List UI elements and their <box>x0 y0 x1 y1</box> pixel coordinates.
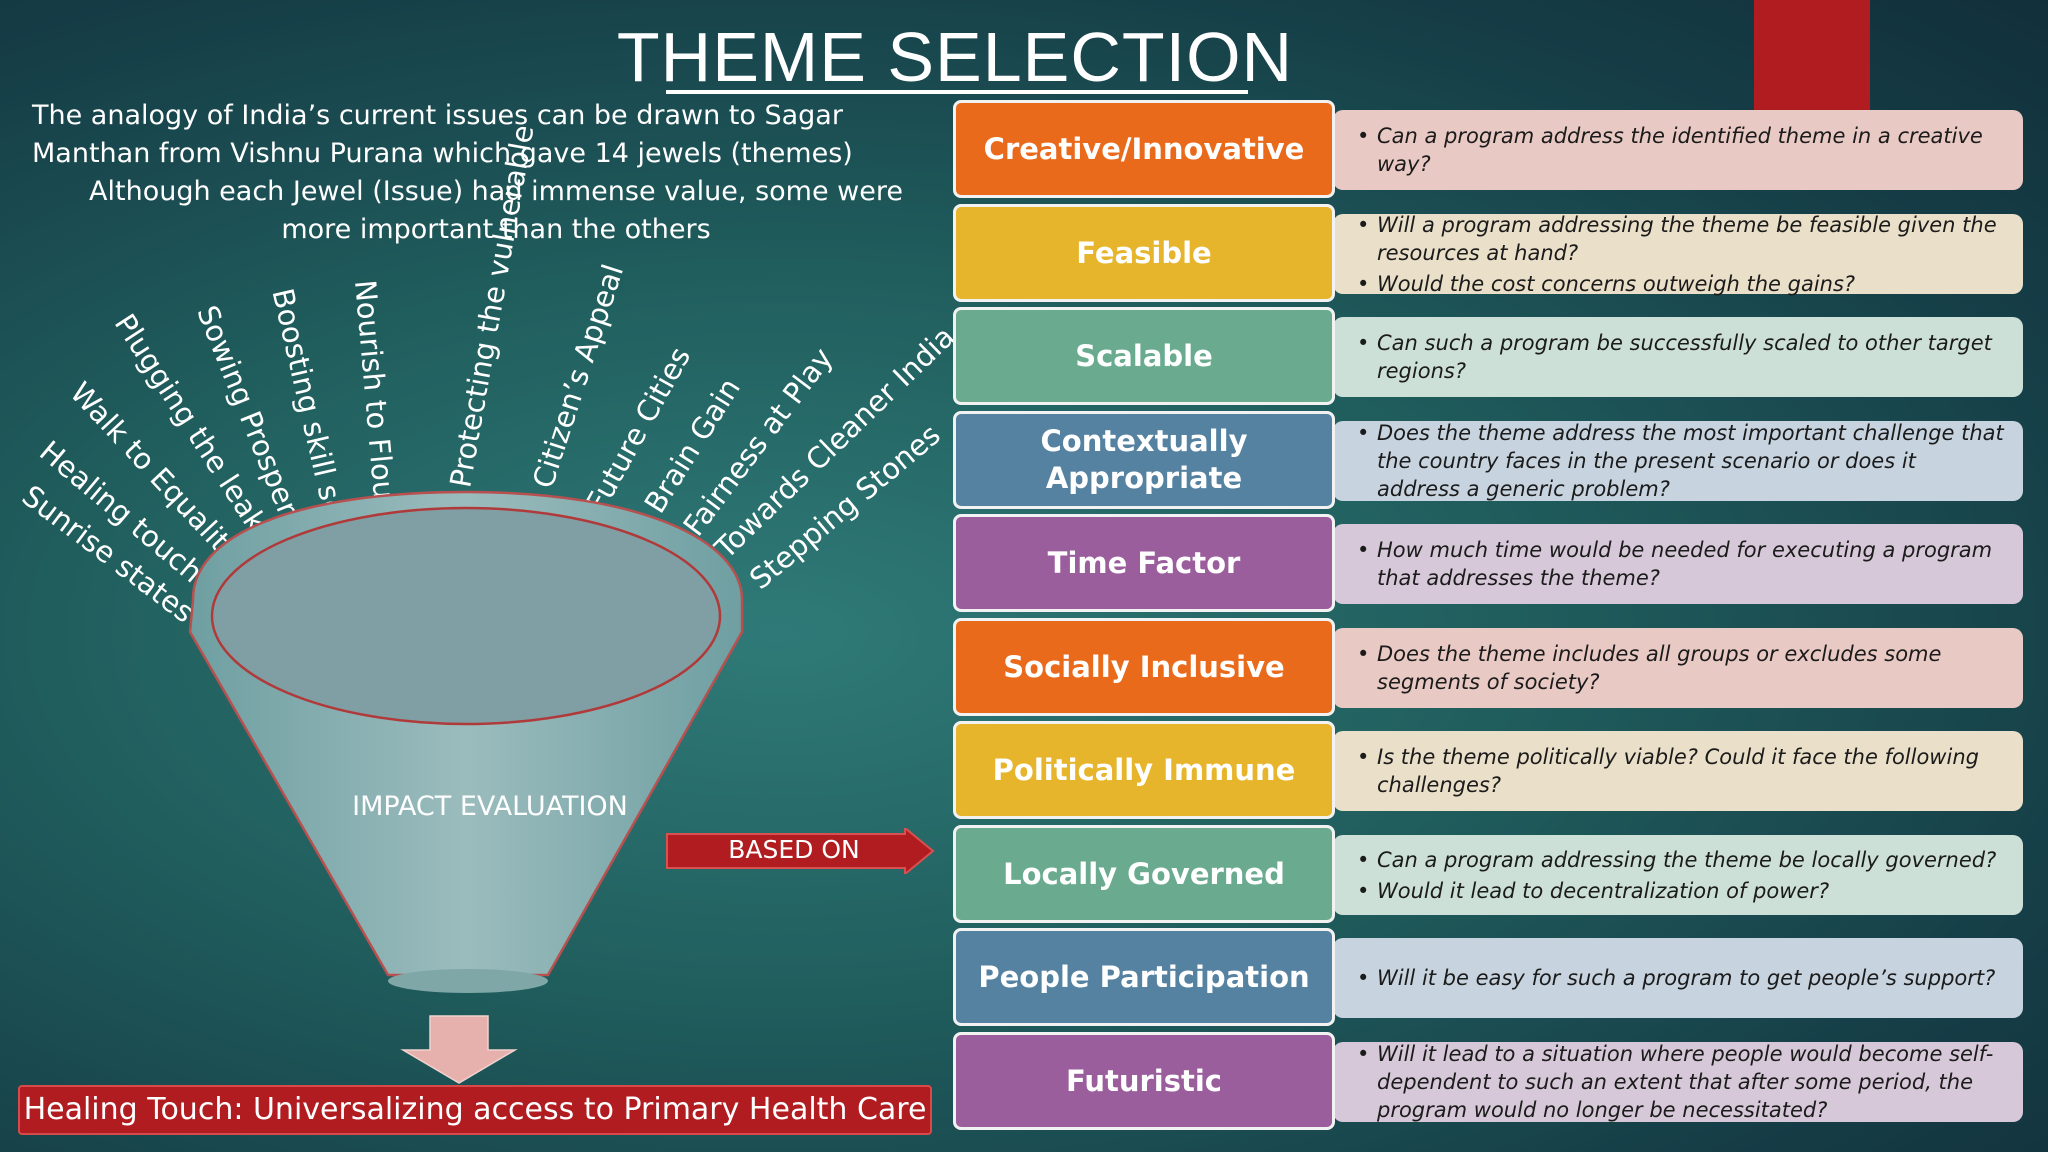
funnel-graphic <box>188 490 744 1084</box>
criterion-label: Time Factor <box>953 514 1335 612</box>
criterion-description: Will it lead to a situation where people… <box>1333 1040 2023 1124</box>
criterion-description: Can a program addressing the theme be lo… <box>1333 835 2023 915</box>
criterion-row: Politically Immune Is the theme political… <box>953 721 2023 821</box>
criterion-description: How much time would be needed for execut… <box>1333 524 2023 604</box>
criterion-label: Feasible <box>953 204 1335 302</box>
intro-text-2: Although each Jewel (Issue) had immense … <box>89 176 903 245</box>
criterion-bullet: Does the theme includes all groups or ex… <box>1357 640 2005 696</box>
criterion-bullet: Would the cost concerns outweigh the gai… <box>1357 270 2005 298</box>
criterion-bullet: Does the theme address the most importan… <box>1357 419 2005 503</box>
based-on-arrow-icon <box>666 828 935 874</box>
criterion-row: Creative/Innovative Can a program address… <box>953 100 2023 200</box>
criterion-row: People Participation Will it be easy for … <box>953 928 2023 1028</box>
criterion-bullet: Can a program addressing the theme be lo… <box>1357 846 2005 874</box>
based-on-label: BASED ON <box>728 835 860 864</box>
criterion-description: Is the theme politically viable? Could i… <box>1333 731 2023 811</box>
criterion-label: Locally Governed <box>953 825 1335 923</box>
funnel-rim <box>210 506 722 726</box>
criterion-bullet: Will it lead to a situation where people… <box>1357 1040 2005 1124</box>
criterion-row: Futuristic Will it lead to a situation wh… <box>953 1032 2023 1132</box>
criterion-label: Scalable <box>953 307 1335 405</box>
criterion-description: Can a program address the identified the… <box>1333 110 2023 190</box>
down-arrow-icon <box>400 1015 518 1084</box>
criterion-bullet: Can such a program be successfully scale… <box>1357 329 2005 385</box>
criterion-row: Feasible Will a program addressing the th… <box>953 204 2023 304</box>
criterion-description: Will a program addressing the theme be f… <box>1333 211 2023 298</box>
criterion-bullet: Can a program address the identified the… <box>1357 122 2005 178</box>
criterion-bullet: Would it lead to decentralization of pow… <box>1357 877 2005 905</box>
decorative-red-tab <box>1754 0 1870 112</box>
page-title: THEME SELECTION <box>616 18 1294 96</box>
criterion-row: Contextually Appropriate Does the theme a… <box>953 411 2023 511</box>
intro-text-1: The analogy of India’s current issues ca… <box>32 100 853 169</box>
criterion-description: Does the theme includes all groups or ex… <box>1333 628 2023 708</box>
criterion-row: Scalable Can such a program be successful… <box>953 307 2023 407</box>
criterion-bullet: Will it be easy for such a program to ge… <box>1357 964 2005 992</box>
criterion-row: Socially Inclusive Does the theme include… <box>953 618 2023 718</box>
criterion-description: Can such a program be successfully scale… <box>1333 317 2023 397</box>
criterion-label: Contextually Appropriate <box>953 411 1335 509</box>
criterion-label: Politically Immune <box>953 721 1335 819</box>
criterion-row: Locally Governed Can a program addressing… <box>953 825 2023 925</box>
criterion-bullet: Is the theme politically viable? Could i… <box>1357 743 2005 799</box>
result-banner: Healing Touch: Universalizing access to … <box>18 1085 932 1135</box>
criterion-bullet: Will a program addressing the theme be f… <box>1357 211 2005 267</box>
criterion-row: Time Factor How much time would be needed… <box>953 514 2023 614</box>
funnel-label: IMPACT EVALUATION <box>352 791 628 822</box>
criterion-label: Socially Inclusive <box>953 618 1335 716</box>
criterion-bullet: How much time would be needed for execut… <box>1357 536 2005 592</box>
funnel-spout <box>388 969 548 993</box>
criterion-label: Creative/Innovative <box>953 100 1335 198</box>
criterion-label: People Participation <box>953 928 1335 1026</box>
title-underline <box>666 90 1248 94</box>
criterion-label: Futuristic <box>953 1032 1335 1130</box>
criterion-description: Will it be easy for such a program to ge… <box>1333 938 2023 1018</box>
criterion-description: Does the theme address the most importan… <box>1333 419 2023 503</box>
